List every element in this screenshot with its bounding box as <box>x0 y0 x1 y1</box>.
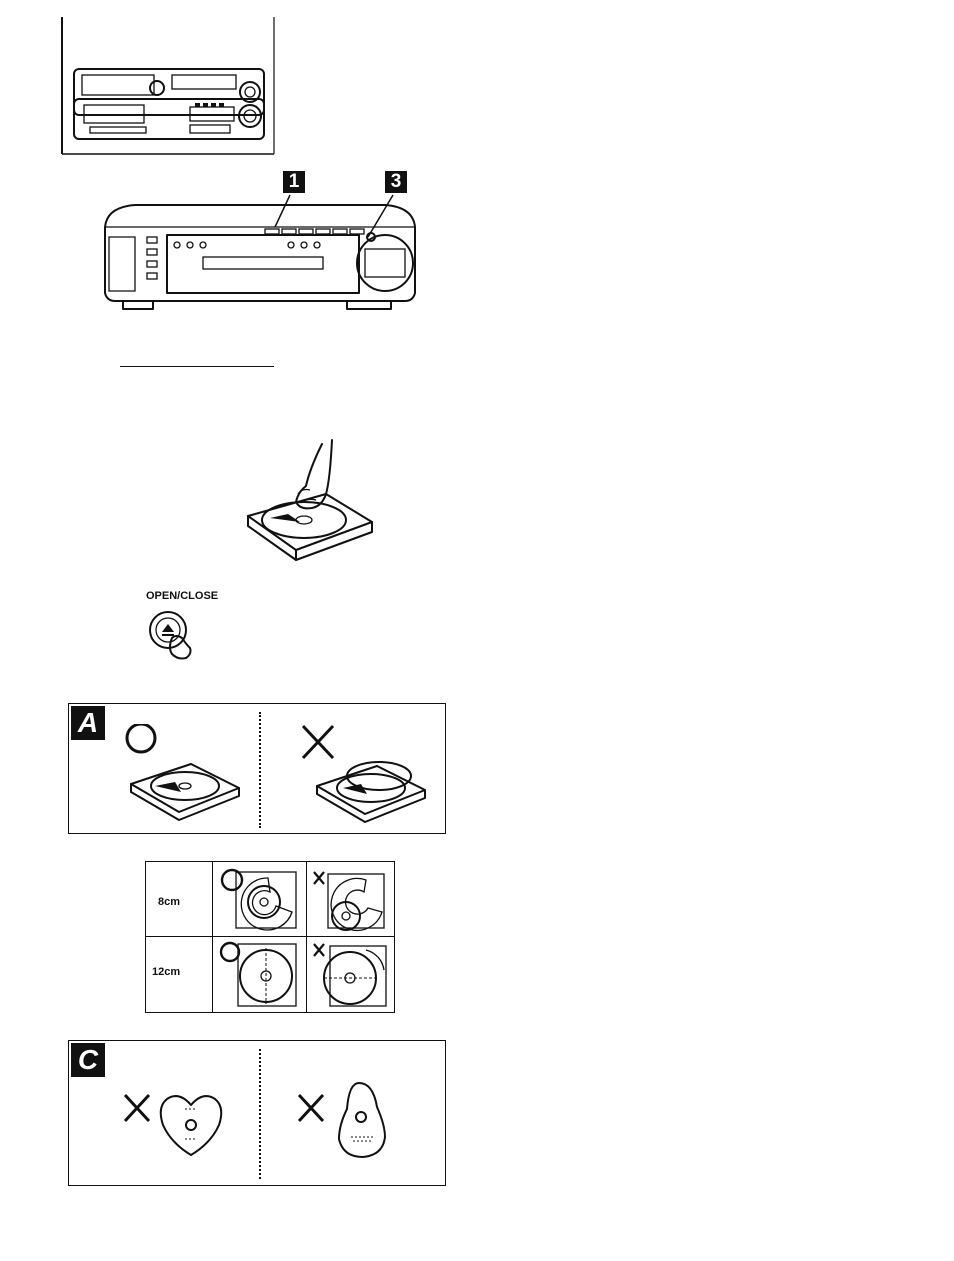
eject-button-icon[interactable] <box>138 604 228 664</box>
disc-8cm-wrong <box>310 866 392 932</box>
cross-wrong-icon <box>303 726 333 758</box>
figure-c-panel: C <box>68 1040 446 1186</box>
figure-b-table: 8cm 12cm <box>145 861 395 1013</box>
stereo-system-icon <box>60 15 276 157</box>
figure-b-col-divider-1 <box>212 862 213 1012</box>
size-label-12cm: 12cm <box>152 966 180 978</box>
cd-player-front-panel-figure: 1 3 <box>95 165 425 325</box>
callout-1-label: 1 <box>283 171 305 193</box>
callout-3-label: 3 <box>385 171 407 193</box>
cd-player-front-panel-icon <box>95 165 425 325</box>
cross-wrong-icon <box>299 1095 323 1121</box>
figure-b-row-divider <box>146 936 394 937</box>
figure-a-correct <box>119 724 249 829</box>
section-divider <box>120 366 274 367</box>
circle-correct-icon <box>222 870 242 890</box>
irregular-shaped-disc-icon <box>293 1077 403 1167</box>
open-close-figure: OPEN/CLOSE <box>138 590 228 662</box>
cross-wrong-icon <box>125 1095 149 1121</box>
disc-8cm-correct <box>218 866 302 932</box>
stereo-system-figure <box>60 15 276 157</box>
figure-a-panel: A <box>68 703 446 834</box>
figure-a-marker: A <box>71 706 105 740</box>
circle-correct-icon <box>127 724 155 752</box>
disc-loading-figure <box>240 432 380 564</box>
figure-a-wrong <box>297 724 437 829</box>
figure-c-divider <box>259 1049 261 1179</box>
size-label-8cm: 8cm <box>158 896 180 908</box>
hand-loading-disc-icon <box>240 432 380 564</box>
figure-a-divider <box>259 712 261 828</box>
open-close-label: OPEN/CLOSE <box>146 590 218 602</box>
cross-wrong-icon <box>314 872 324 884</box>
figure-c-marker: C <box>71 1043 105 1077</box>
cross-wrong-icon <box>314 944 324 956</box>
disc-12cm-wrong <box>310 940 392 1010</box>
circle-correct-icon <box>221 943 239 961</box>
disc-12cm-correct <box>218 940 302 1010</box>
figure-b-col-divider-2 <box>306 862 307 1012</box>
heart-shaped-disc-icon <box>119 1085 229 1165</box>
